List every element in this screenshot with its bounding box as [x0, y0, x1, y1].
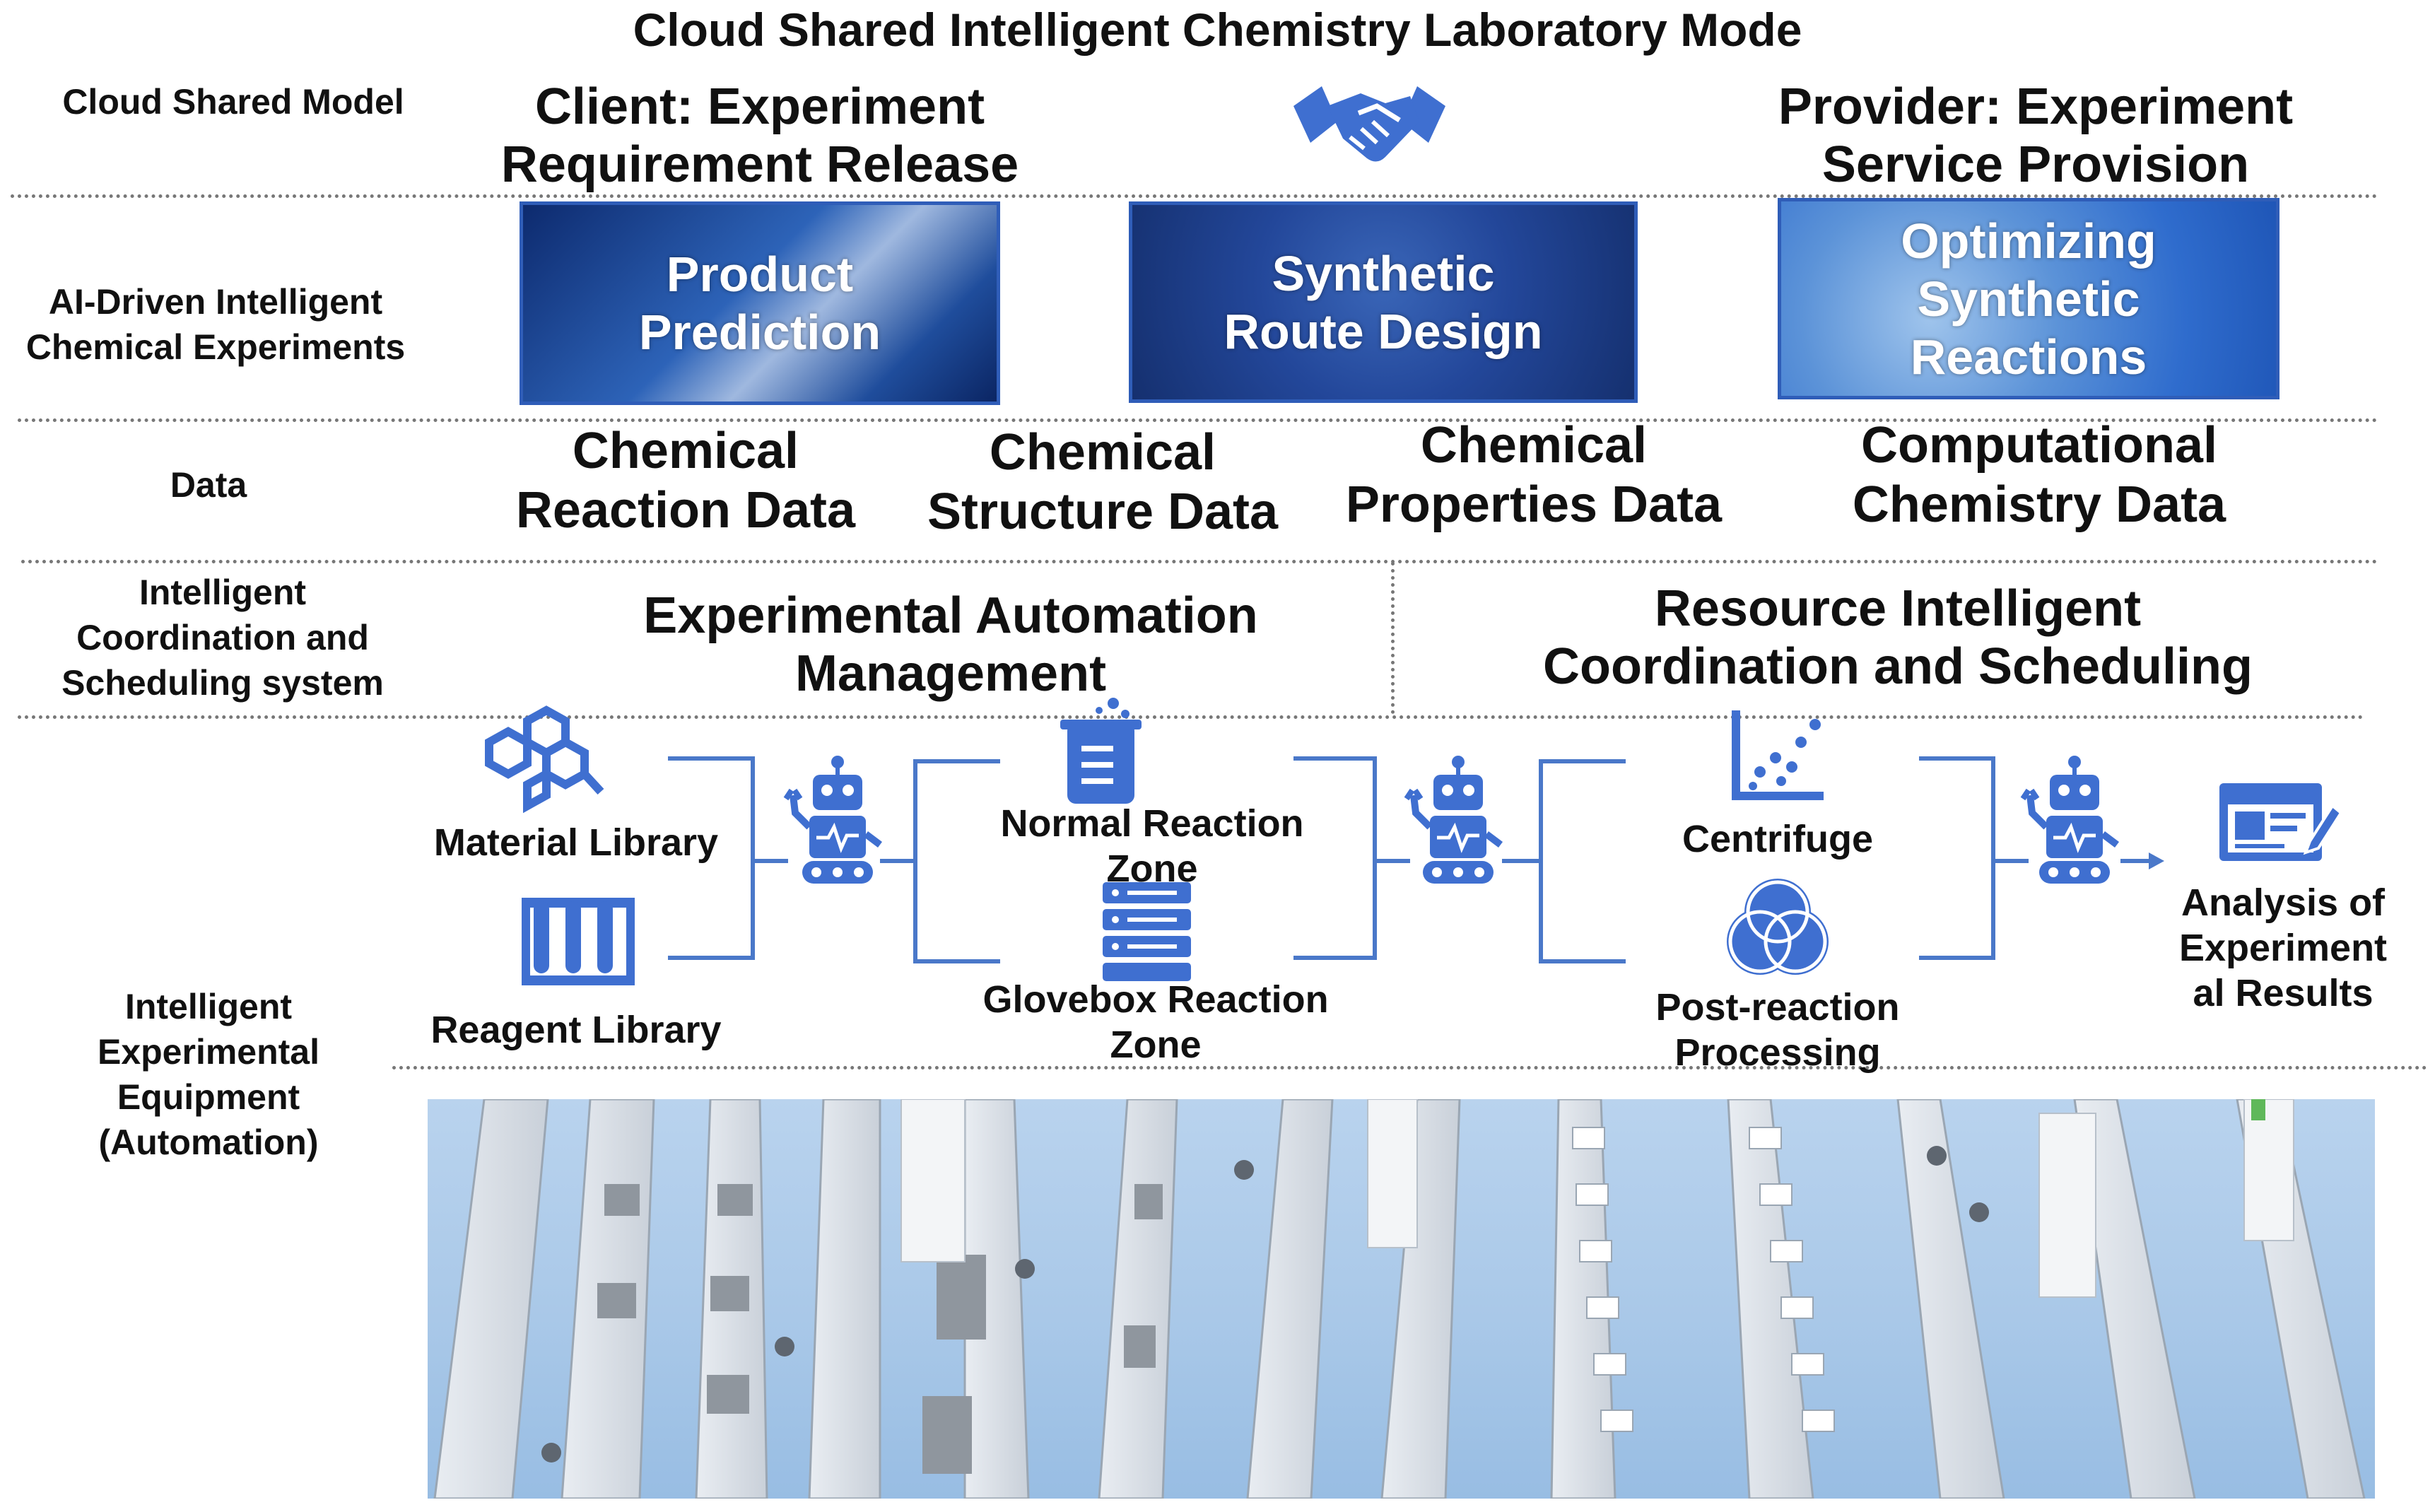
client-requirement-release: Client: Experiment Requirement Release — [500, 78, 1019, 193]
robot-icon — [1404, 756, 1503, 884]
panel-synthetic-route-design: Synthetic Route Design — [1129, 201, 1638, 403]
server-stack-icon — [1103, 882, 1191, 981]
molecule-icon — [485, 705, 604, 814]
row-label-ai-driven: AI-Driven Intelligent Chemical Experimen… — [25, 282, 406, 367]
scatter-chart-icon — [1732, 710, 1824, 800]
panel-label: Synthetic Route Design — [1224, 245, 1543, 359]
post-reaction-processing-label: Post-reaction Processing — [1655, 986, 1900, 1074]
separator-line — [18, 715, 2364, 719]
row-label-cloud-model: Cloud Shared Model — [62, 82, 404, 122]
panel-product-prediction: Product Prediction — [520, 201, 1000, 405]
panel-optimizing-reactions: Optimizing Synthetic Reactions — [1778, 198, 2279, 399]
separator-line — [21, 560, 2378, 563]
data-chemical-reaction: Chemical Reaction Data — [515, 423, 856, 539]
robot-icon — [783, 756, 882, 884]
row-label-equipment: Intelligent Experimental Equipment (Auto… — [97, 987, 319, 1162]
analysis-results-label: Analysis of Experiment al Results — [2178, 881, 2388, 1014]
handshake-icon — [1293, 78, 1445, 177]
centrifuge-label: Centrifuge — [1682, 818, 1873, 860]
panel-label: Optimizing Synthetic Reactions — [1901, 213, 2157, 385]
data-chemical-structure: Chemical Structure Data — [927, 424, 1279, 540]
report-edit-icon — [2219, 783, 2343, 861]
normal-reaction-zone-label: Normal Reaction Zone — [1000, 802, 1304, 890]
separator-line — [11, 194, 2378, 198]
row-label-coordination: Intelligent Coordination and Scheduling … — [61, 573, 384, 703]
provider-service-provision: Provider: Experiment Service Provision — [1778, 78, 2294, 193]
diagram-title: Cloud Shared Intelligent Chemistry Labor… — [633, 4, 1802, 56]
venn-circles-icon — [1727, 879, 1829, 975]
resource-coordination-scheduling: Resource Intelligent Coordination and Sc… — [1543, 580, 2253, 695]
data-computational-chemistry: Computational Chemistry Data — [1852, 417, 2226, 533]
beaker-icon — [1060, 698, 1142, 804]
row-label-data: Data — [170, 465, 247, 505]
reagent-library-label: Reagent Library — [430, 1009, 722, 1051]
material-library-label: Material Library — [433, 821, 719, 864]
separator-vertical — [1391, 562, 1395, 714]
separator-line — [392, 1066, 2428, 1069]
robot-icon — [2020, 756, 2119, 884]
panel-label: Product Prediction — [638, 247, 881, 360]
experimental-automation-management: Experimental Automation Management — [643, 587, 1258, 702]
test-tubes-icon — [522, 898, 635, 985]
glovebox-reaction-zone-label: Glovebox Reaction Zone — [982, 978, 1329, 1066]
data-chemical-properties: Chemical Properties Data — [1345, 417, 1723, 533]
separator-line — [18, 418, 2378, 422]
lab-floor-image — [428, 1099, 2375, 1499]
